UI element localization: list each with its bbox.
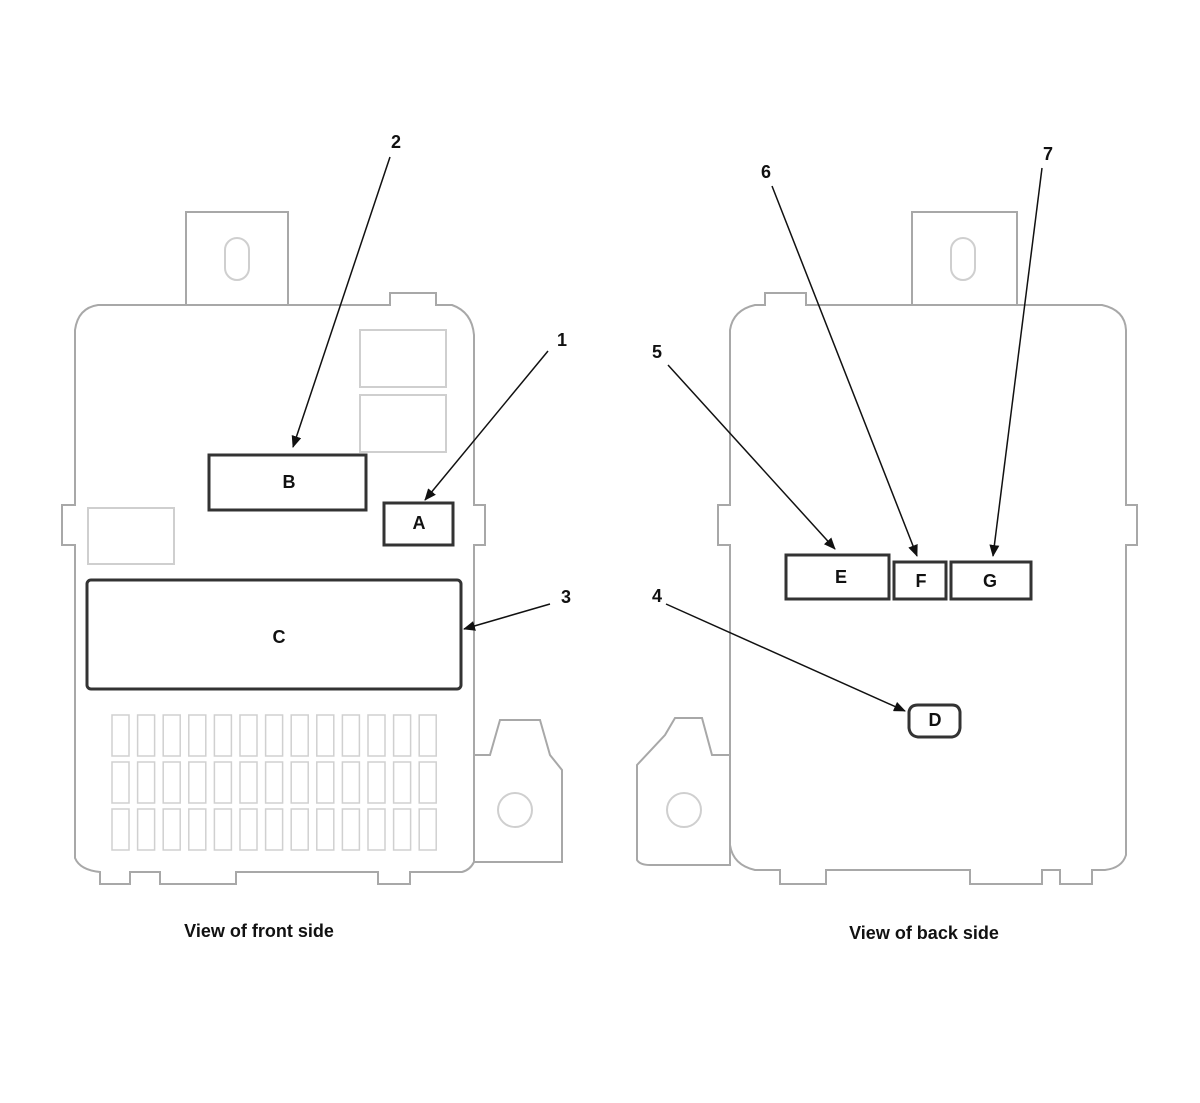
fuse-slot	[290, 714, 309, 757]
fuse-slot	[188, 761, 207, 804]
fuse-slot	[341, 808, 361, 851]
back-top-tab	[911, 211, 1018, 305]
callout-1-number: 1	[557, 330, 567, 350]
fuse-slot	[341, 761, 361, 804]
fuse-slot	[418, 808, 437, 851]
front-relay-slot-2	[359, 394, 447, 453]
callout-5-number: 5	[652, 342, 662, 362]
fuse-slot	[162, 714, 181, 757]
callout-2-number: 2	[391, 132, 401, 152]
fuse-slot	[213, 808, 233, 851]
fuse-slot	[162, 761, 181, 804]
connector-d-label: D	[929, 710, 942, 730]
fuse-slot	[136, 714, 156, 757]
front-tab-slot	[224, 237, 250, 281]
front-fuse-grid	[111, 714, 437, 851]
back-view: E F G D 4 5 6 7 View of back side	[636, 144, 1138, 943]
fuse-slot	[316, 761, 335, 804]
connector-g-label: G	[983, 571, 997, 591]
callout-2-leader	[291, 156, 391, 448]
fuse-slot	[367, 714, 386, 757]
callout-7-leader	[989, 167, 1043, 557]
front-relay-slot-1	[359, 329, 447, 388]
fuse-slot	[290, 761, 309, 804]
back-tab-slot	[950, 237, 976, 281]
back-mount-bracket	[636, 717, 731, 866]
fuse-slot	[188, 808, 207, 851]
callout-3-leader	[463, 603, 551, 631]
fuse-slot	[367, 808, 386, 851]
connector-b-box	[207, 453, 368, 512]
callout-1-leader	[424, 350, 549, 501]
callout-6-number: 6	[761, 162, 771, 182]
fuse-slot	[418, 761, 437, 804]
connector-a-box	[382, 501, 455, 547]
callout-4-leader	[665, 603, 906, 712]
connector-b-label: B	[283, 472, 296, 492]
fuse-slot	[392, 714, 412, 757]
front-relay-slot-3	[87, 507, 175, 565]
fuse-slot	[213, 714, 233, 757]
fuse-slot	[264, 808, 284, 851]
fuse-slot	[111, 714, 130, 757]
back-view-caption: View of back side	[849, 923, 999, 943]
callout-7-number: 7	[1043, 144, 1053, 164]
connector-e-box	[784, 553, 891, 601]
connector-a-label: A	[413, 513, 426, 533]
front-view-caption: View of front side	[184, 921, 334, 941]
fuse-slot	[162, 808, 181, 851]
connector-f-box	[892, 560, 948, 601]
fuse-slot	[392, 761, 412, 804]
fuse-slot	[316, 808, 335, 851]
fuse-slot	[188, 714, 207, 757]
fuse-slot	[111, 808, 130, 851]
fuse-slot	[213, 761, 233, 804]
fuse-slot	[316, 714, 335, 757]
connector-e-label: E	[835, 567, 847, 587]
connector-c-box	[85, 578, 463, 691]
fuse-slot	[341, 714, 361, 757]
front-top-tab	[185, 211, 289, 305]
fuse-slot	[264, 761, 284, 804]
fuse-slot	[136, 761, 156, 804]
callout-6-leader	[771, 185, 918, 557]
fuse-slot	[392, 808, 412, 851]
back-bracket-hole	[666, 792, 702, 828]
fuse-slot	[264, 714, 284, 757]
callout-5-leader	[667, 364, 836, 550]
fuse-slot	[239, 761, 258, 804]
front-mount-bracket	[469, 719, 563, 863]
connector-d-box	[907, 703, 962, 739]
connector-c-label: C	[273, 627, 286, 647]
fuse-slot	[418, 714, 437, 757]
fuse-slot	[367, 761, 386, 804]
fuse-slot	[290, 808, 309, 851]
fuse-slot	[239, 808, 258, 851]
fuse-slot	[136, 808, 156, 851]
fuse-slot	[111, 761, 130, 804]
callout-3-number: 3	[561, 587, 571, 607]
fuse-slot	[239, 714, 258, 757]
front-bracket-hole	[497, 792, 533, 828]
connector-g-box	[949, 560, 1033, 601]
connector-f-label: F	[916, 571, 927, 591]
front-view: B A C 1 2 3 View of front side	[61, 132, 571, 941]
callout-4-number: 4	[652, 586, 662, 606]
